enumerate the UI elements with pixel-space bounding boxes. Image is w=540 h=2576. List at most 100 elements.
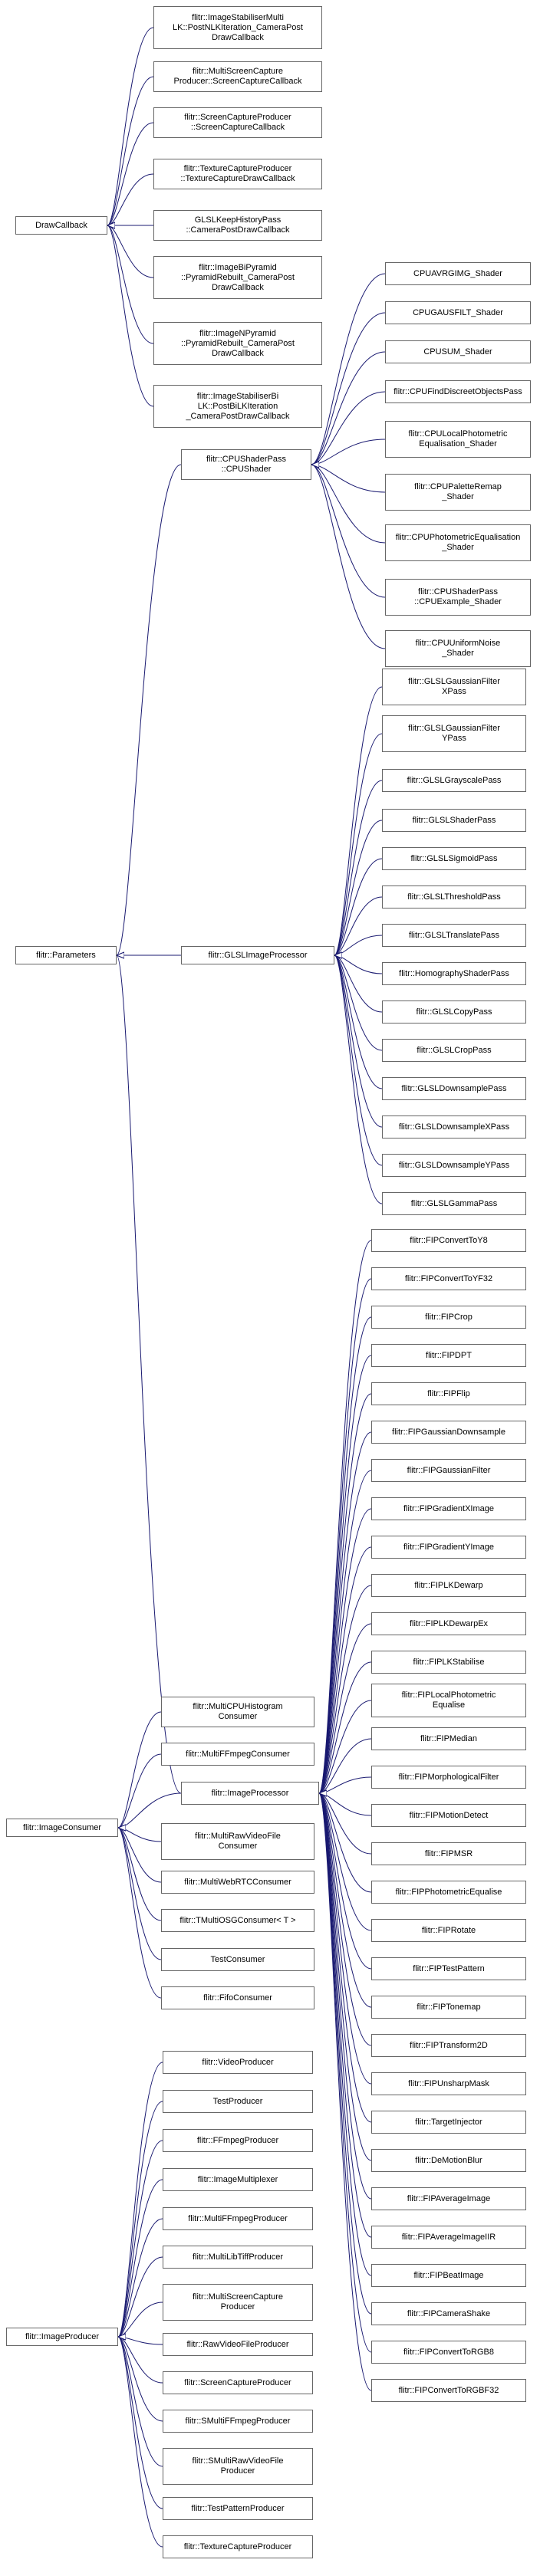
node-flitr-homographyshaderpass[interactable]: flitr::HomographyShaderPass (382, 962, 526, 985)
node-flitr-glslthresholdpass[interactable]: flitr::GLSLThresholdPass (382, 886, 526, 909)
node-glslimageprocessor[interactable]: flitr::GLSLImageProcessor (181, 946, 334, 964)
node-flitr-cpulocalphotometric-equalisation-shader[interactable]: flitr::CPULocalPhotometric Equalisation_… (385, 421, 531, 458)
node-flitr-glslgaussianfilter-xpass[interactable]: flitr::GLSLGaussianFilter XPass (382, 669, 526, 705)
edge-imageprocessor-child-20 (318, 1793, 372, 2008)
node-flitr-imagestabilisermulti-lk-postnlkiteration-camerapost-drawcallback[interactable]: flitr::ImageStabiliserMulti LK::PostNLKI… (153, 6, 322, 49)
node-cpushaderpass-cpushader[interactable]: flitr::CPUShaderPass ::CPUShader (181, 449, 311, 480)
node-flitr-fipaverageimage[interactable]: flitr::FIPAverageImage (371, 2187, 526, 2210)
node-flitr-glslgammapass[interactable]: flitr::GLSLGammaPass (382, 1192, 526, 1215)
edge-cpushader-parameters (116, 464, 182, 955)
node-glslkeephistorypass-camerapostdrawcallback[interactable]: GLSLKeepHistoryPass ::CameraPostDrawCall… (153, 210, 322, 241)
node-flitr-multilibtiffproducer[interactable]: flitr::MultiLibTiffProducer (163, 2246, 313, 2269)
node-flitr-glsltranslatepass[interactable]: flitr::GLSLTranslatePass (382, 924, 526, 947)
node-flitr-multirawvideofile-consumer-consumer[interactable]: flitr::MultiRawVideoFile Consumer (161, 1823, 314, 1860)
node-flitr-fipconverttorgb8[interactable]: flitr::FIPConvertToRGB8 (371, 2341, 526, 2364)
edge-producer-child-3 (117, 2179, 163, 2337)
node-flitr-multiwebrtcconsumer-consumer[interactable]: flitr::MultiWebRTCConsumer (161, 1871, 314, 1894)
node-flitr-cpupaletteremap-shader[interactable]: flitr::CPUPaletteRemap _Shader (385, 474, 531, 511)
node-flitr-fipgaussianfilter[interactable]: flitr::FIPGaussianFilter (371, 1459, 526, 1482)
node-flitr-fiprotate[interactable]: flitr::FIPRotate (371, 1919, 526, 1942)
node-flitr-glslcopypass[interactable]: flitr::GLSLCopyPass (382, 1001, 526, 1024)
node-imageproducer[interactable]: flitr::ImageProducer (6, 2328, 118, 2346)
node-flitr-fipmotiondetect[interactable]: flitr::FIPMotionDetect (371, 1804, 526, 1827)
node-flitr-glslgaussianfilter-ypass[interactable]: flitr::GLSLGaussianFilter YPass (382, 715, 526, 752)
node-flitr-cpuuniformnoise-shader[interactable]: flitr::CPUUniformNoise _Shader (385, 630, 531, 667)
edge-drawcallback-2 (107, 122, 154, 225)
node-flitr-fipgradientximage[interactable]: flitr::FIPGradientXImage (371, 1497, 526, 1520)
node-flitr-glslgrayscalepass[interactable]: flitr::GLSLGrayscalePass (382, 769, 526, 792)
node-flitr-imagemultiplexer[interactable]: flitr::ImageMultiplexer (163, 2168, 313, 2191)
node-cpusum-shader[interactable]: CPUSUM_Shader (385, 340, 531, 363)
node-cpuavrgimg-shader[interactable]: CPUAVRGIMG_Shader (385, 262, 531, 285)
node-flitr-fipphotometricequalise[interactable]: flitr::FIPPhotometricEqualise (371, 1881, 526, 1904)
node-flitr-ffmpegproducer[interactable]: flitr::FFmpegProducer (163, 2129, 313, 2152)
node-flitr-fiptonemap[interactable]: flitr::FIPTonemap (371, 1996, 526, 2019)
edge-imageprocessor-child-2 (318, 1316, 372, 1793)
node-imageconsumer[interactable]: flitr::ImageConsumer (6, 1819, 118, 1837)
node-flitr-smultirawvideofile-producer[interactable]: flitr::SMultiRawVideoFile Producer (163, 2448, 313, 2485)
node-flitr-glsldownsamplepass[interactable]: flitr::GLSLDownsamplePass (382, 1077, 526, 1100)
node-flitr-fiptestpattern[interactable]: flitr::FIPTestPattern (371, 1957, 526, 1980)
node-flitr-fiplocalphotometric-equalise[interactable]: flitr::FIPLocalPhotometric Equalise (371, 1684, 526, 1717)
node-flitr-screencaptureproducer[interactable]: flitr::ScreenCaptureProducer (163, 2371, 313, 2394)
node-flitr-glsldownsampleypass[interactable]: flitr::GLSLDownsampleYPass (382, 1154, 526, 1177)
node-parameters[interactable]: flitr::Parameters (15, 946, 117, 964)
node-flitr-multiscreencapture-producer-screencapturecallback[interactable]: flitr::MultiScreenCapture Producer::Scre… (153, 61, 322, 92)
node-flitr-fipgaussiandownsample[interactable]: flitr::FIPGaussianDownsample (371, 1421, 526, 1444)
node-imageprocessor[interactable]: flitr::ImageProcessor (181, 1782, 319, 1805)
node-testconsumer-consumer[interactable]: TestConsumer (161, 1948, 314, 1971)
node-flitr-fipmsr[interactable]: flitr::FIPMSR (371, 1842, 526, 1865)
node-flitr-fipbeatimage[interactable]: flitr::FIPBeatImage (371, 2264, 526, 2287)
node-flitr-glslcroppass[interactable]: flitr::GLSLCropPass (382, 1039, 526, 1062)
node-flitr-fipconverttorgbf32[interactable]: flitr::FIPConvertToRGBF32 (371, 2379, 526, 2402)
node-flitr-multiffmpegconsumer-consumer[interactable]: flitr::MultiFFmpegConsumer (161, 1743, 314, 1766)
node-flitr-fipconverttoyf32[interactable]: flitr::FIPConvertToYF32 (371, 1267, 526, 1290)
node-cpugausfilt-shader[interactable]: CPUGAUSFILT_Shader (385, 301, 531, 324)
node-flitr-demotionblur[interactable]: flitr::DeMotionBlur (371, 2149, 526, 2172)
edge-consumer-child-0 (117, 1711, 162, 1828)
node-flitr-fipaverageimageiir[interactable]: flitr::FIPAverageImageIIR (371, 2226, 526, 2249)
edge-consumer-child-7 (117, 1828, 162, 1999)
node-flitr-fipcrop[interactable]: flitr::FIPCrop (371, 1306, 526, 1329)
edge-drawcallback-7 (107, 225, 154, 407)
node-flitr-multicpuhistogram-consumer-consumer[interactable]: flitr::MultiCPUHistogram Consumer (161, 1697, 314, 1727)
node-flitr-cpushaderpass-cpuexample-shader[interactable]: flitr::CPUShaderPass ::CPUExample_Shader (385, 579, 531, 616)
node-flitr-cpufinddiscreetobjectspass[interactable]: flitr::CPUFindDiscreetObjectsPass (385, 380, 531, 403)
node-flitr-testpatternproducer[interactable]: flitr::TestPatternProducer (163, 2497, 313, 2520)
node-flitr-fipmorphologicalfilter[interactable]: flitr::FIPMorphologicalFilter (371, 1766, 526, 1789)
node-flitr-screencaptureproducer-screencapturecallback[interactable]: flitr::ScreenCaptureProducer ::ScreenCap… (153, 107, 322, 138)
node-flitr-fiplkdewarpex[interactable]: flitr::FIPLKDewarpEx (371, 1612, 526, 1635)
node-flitr-videoproducer[interactable]: flitr::VideoProducer (163, 2051, 313, 2074)
node-flitr-fiplkstabilise[interactable]: flitr::FIPLKStabilise (371, 1651, 526, 1674)
node-flitr-cpuphotometricequalisation-shader[interactable]: flitr::CPUPhotometricEqualisation _Shade… (385, 524, 531, 561)
node-testproducer[interactable]: TestProducer (163, 2090, 313, 2113)
node-flitr-imagestabiliserbi-lk-postbilkiteration-camerapostdrawcallback[interactable]: flitr::ImageStabiliserBi LK::PostBiLKIte… (153, 385, 322, 428)
node-flitr-rawvideofileproducer[interactable]: flitr::RawVideoFileProducer (163, 2333, 313, 2356)
node-flitr-multiffmpegproducer[interactable]: flitr::MultiFFmpegProducer (163, 2207, 313, 2230)
node-flitr-glslshaderpass[interactable]: flitr::GLSLShaderPass (382, 809, 526, 832)
node-drawcallback[interactable]: DrawCallback (15, 216, 107, 235)
edge-imageprocessor-child-11 (318, 1661, 372, 1793)
node-flitr-fipunsharpmask[interactable]: flitr::FIPUnsharpMask (371, 2072, 526, 2095)
node-flitr-fipconverttoy8[interactable]: flitr::FIPConvertToY8 (371, 1229, 526, 1252)
edge-cpushader-child-8 (311, 465, 386, 649)
node-flitr-targetinjector[interactable]: flitr::TargetInjector (371, 2111, 526, 2134)
node-flitr-glsldownsamplexpass[interactable]: flitr::GLSLDownsampleXPass (382, 1116, 526, 1138)
node-flitr-fipgradientyimage[interactable]: flitr::FIPGradientYImage (371, 1536, 526, 1559)
node-flitr-fifoconsumer-consumer[interactable]: flitr::FifoConsumer (161, 1986, 314, 2009)
node-flitr-multiscreencapture-producer[interactable]: flitr::MultiScreenCapture Producer (163, 2284, 313, 2321)
node-flitr-fipflip[interactable]: flitr::FIPFlip (371, 1382, 526, 1405)
node-flitr-imagenpyramid-pyramidrebuilt-camerapost-drawcallback[interactable]: flitr::ImageNPyramid ::PyramidRebuilt_Ca… (153, 322, 322, 365)
node-flitr-smultiffmpegproducer[interactable]: flitr::SMultiFFmpegProducer (163, 2410, 313, 2433)
node-flitr-fipcamerashake[interactable]: flitr::FIPCameraShake (371, 2302, 526, 2325)
edge-cpushader-child-3 (311, 391, 386, 465)
node-flitr-fipdpt[interactable]: flitr::FIPDPT (371, 1344, 526, 1367)
node-flitr-texturecaptureproducer[interactable]: flitr::TextureCaptureProducer (163, 2535, 313, 2558)
node-flitr-fiptransform2d[interactable]: flitr::FIPTransform2D (371, 2034, 526, 2057)
node-flitr-texturecaptureproducer-texturecapturedrawcallback[interactable]: flitr::TextureCaptureProducer ::TextureC… (153, 159, 322, 189)
node-flitr-glslsigmoidpass[interactable]: flitr::GLSLSigmoidPass (382, 847, 526, 870)
node-flitr-tmultiosgconsumer-t-consumer[interactable]: flitr::TMultiOSGConsumer< T > (161, 1909, 314, 1932)
node-flitr-imagebipyramid-pyramidrebuilt-camerapost-drawcallback[interactable]: flitr::ImageBiPyramid ::PyramidRebuilt_C… (153, 256, 322, 299)
node-flitr-fipmedian[interactable]: flitr::FIPMedian (371, 1727, 526, 1750)
node-flitr-fiplkdewarp[interactable]: flitr::FIPLKDewarp (371, 1574, 526, 1597)
